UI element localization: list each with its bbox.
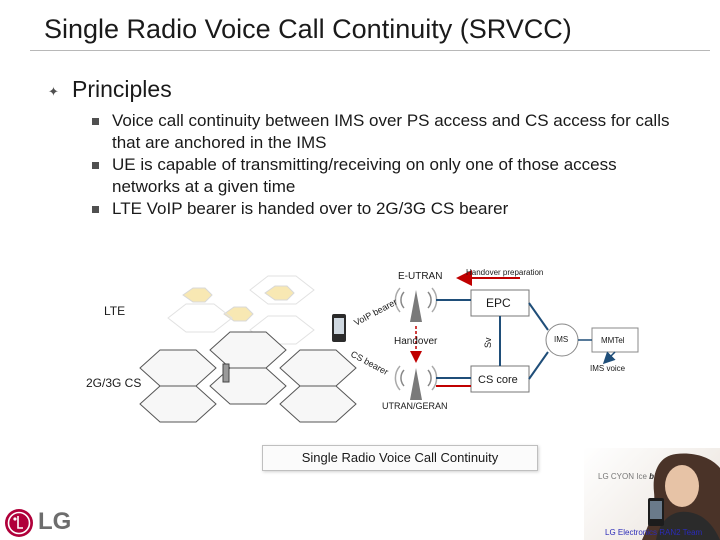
section-heading-text: Principles bbox=[72, 76, 172, 102]
nodeb-antenna-icon bbox=[394, 365, 438, 400]
legacy-cell-grid bbox=[139, 331, 357, 423]
eutran-label: E-UTRAN bbox=[398, 271, 442, 282]
cscore-ims-link bbox=[528, 351, 549, 380]
bullet-item: UE is capable of transmitting/receiving … bbox=[92, 154, 672, 198]
utran-geran-label: UTRAN/GERAN bbox=[382, 401, 448, 411]
square-bullet-icon bbox=[92, 118, 99, 125]
lg-logo-icon bbox=[5, 509, 33, 537]
mmtel-label: MMTel bbox=[601, 336, 625, 345]
sv-label: Sv bbox=[483, 337, 493, 348]
bullet-item: Voice call continuity between IMS over P… bbox=[92, 110, 672, 154]
epc-ims-link bbox=[528, 302, 549, 331]
ad-brand-prefix: LG CYON Ice bbox=[598, 472, 647, 481]
handover-label: Handover bbox=[394, 336, 438, 347]
square-bullet-icon bbox=[92, 206, 99, 213]
ue-in-cell-icon bbox=[222, 363, 230, 383]
model-figure-icon bbox=[642, 453, 720, 540]
lte-cell-grid bbox=[182, 285, 295, 322]
title-divider bbox=[30, 50, 710, 51]
ad-team-label: LG Electronics RAN2 Team bbox=[605, 528, 703, 537]
cs-core-label: CS core bbox=[478, 374, 518, 386]
voip-bearer-label: VoIP bearer bbox=[352, 297, 399, 328]
ims-voice-label: IMS voice bbox=[590, 364, 626, 373]
bullet-icon: ✦ bbox=[48, 84, 59, 99]
epc-label: EPC bbox=[486, 296, 511, 310]
diagram-caption: Single Radio Voice Call Continuity bbox=[262, 445, 538, 471]
ims-label: IMS bbox=[554, 335, 568, 344]
bullet-text: LTE VoIP bearer is handed over to 2G/3G … bbox=[112, 199, 509, 218]
mobile-phone-icon bbox=[332, 314, 346, 342]
ims-voice-arrow bbox=[602, 351, 616, 365]
legacy-cs-label: 2G/3G CS bbox=[86, 376, 141, 390]
lg-logo-text: LG bbox=[38, 508, 72, 535]
bullet-text: Voice call continuity between IMS over P… bbox=[112, 111, 670, 152]
bullet-list: Voice call continuity between IMS over P… bbox=[92, 110, 672, 220]
square-bullet-icon bbox=[92, 162, 99, 169]
advertisement-image: LG CYON Ice black LG Electronics RAN2 Te… bbox=[584, 448, 720, 540]
lte-label: LTE bbox=[104, 304, 125, 318]
enb-antenna-icon bbox=[394, 287, 438, 322]
bullet-item: LTE VoIP bearer is handed over to 2G/3G … bbox=[92, 198, 672, 220]
bullet-text: UE is capable of transmitting/receiving … bbox=[112, 155, 617, 196]
slide-title: Single Radio Voice Call Continuity (SRVC… bbox=[44, 14, 572, 44]
cs-bearer-label: CS bearer bbox=[349, 349, 390, 377]
handover-preparation-label: Handover preparation bbox=[466, 268, 543, 277]
